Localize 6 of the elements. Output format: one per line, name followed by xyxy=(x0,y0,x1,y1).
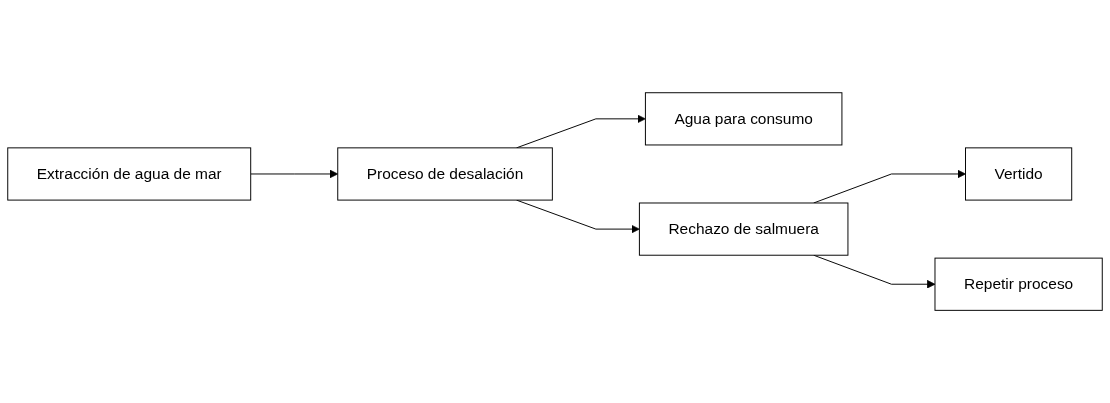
node-box: Vertido xyxy=(965,147,1073,201)
node-box: Rechazo de salmuera xyxy=(638,202,849,256)
node-box: Proceso de desalación xyxy=(337,147,553,201)
node-box: Agua para consumo xyxy=(644,92,843,146)
node-box: Repetir proceso xyxy=(934,257,1103,311)
node-box: Extracción de agua de mar xyxy=(7,147,252,201)
